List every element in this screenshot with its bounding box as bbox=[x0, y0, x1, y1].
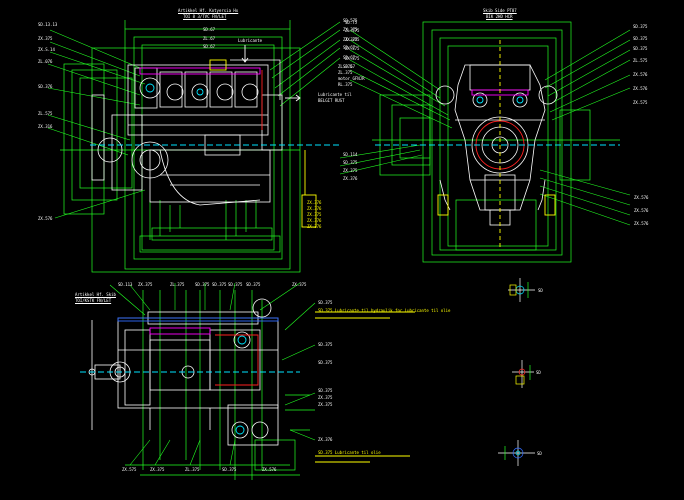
top-view-label: SD.375 bbox=[318, 342, 333, 347]
front-view-label: ZX.576 bbox=[634, 221, 649, 226]
side-view-subtitle: TOI 8 3/TVC FN/LET bbox=[183, 14, 227, 19]
side-view-label: SD.575 bbox=[343, 18, 358, 23]
side-view-label: SD.376 bbox=[38, 84, 53, 89]
side-view-note: ZX.376 bbox=[307, 218, 322, 223]
top-view-label: SD.375 bbox=[228, 282, 243, 287]
front-view-title: Skib Side PT07 bbox=[483, 8, 517, 13]
top-view-label: SD.113 bbox=[118, 282, 133, 287]
top-view-title: Artikkel Hf. Skib bbox=[75, 292, 116, 297]
detail-symbol-3 bbox=[498, 440, 535, 466]
top-view-note: SD.375 Lubricante til hydraulik for Lubr… bbox=[318, 308, 451, 313]
top-view-label: SD.375 bbox=[195, 282, 210, 287]
front-view-label: ZX.576 bbox=[633, 86, 648, 91]
side-view bbox=[47, 20, 341, 273]
top-view-label: ZX.375 bbox=[318, 395, 333, 400]
front-view-label: ZX.575 bbox=[633, 100, 648, 105]
front-view-label: SD.114 bbox=[343, 152, 358, 157]
side-view-label: ZL.575 bbox=[38, 111, 53, 116]
side-view-engine bbox=[91, 59, 283, 206]
side-view-label: SD.67 bbox=[343, 55, 356, 60]
front-view-label: SD.375 bbox=[633, 46, 648, 51]
top-view-label: ZL.375 bbox=[170, 282, 185, 287]
detail-symbol-label: SD bbox=[536, 370, 541, 375]
front-view-label: RL.375 bbox=[338, 82, 353, 87]
front-view-label: ZX.375 bbox=[345, 46, 360, 51]
side-view-label: SD.13.13 bbox=[38, 22, 58, 27]
side-view-callout: BELGIT RUST bbox=[318, 98, 345, 103]
top-view-label: ZL.375 bbox=[185, 467, 200, 472]
front-view-label: ZX.375 bbox=[345, 37, 360, 42]
front-view-label: ZX.576 bbox=[634, 208, 649, 213]
top-view-label: ZX.575 bbox=[122, 467, 137, 472]
front-view-label: ZL.375 bbox=[338, 64, 353, 69]
side-view-note: ZX.375 bbox=[307, 212, 322, 217]
front-view bbox=[339, 21, 631, 263]
top-view-label: SD.375 bbox=[246, 282, 261, 287]
top-view bbox=[80, 282, 415, 480]
side-view-dimension: SD.67 bbox=[203, 44, 216, 49]
side-view-label: ZX.375 bbox=[343, 27, 358, 32]
side-view-label: SD.67 bbox=[343, 64, 356, 69]
side-view-dimension: SD.67 bbox=[203, 27, 216, 32]
side-view-label: ZX.576 bbox=[38, 216, 53, 221]
side-view-label: ZX.316 bbox=[38, 124, 53, 129]
front-view-label: motor GFNJR bbox=[338, 76, 365, 81]
side-view-dimension: ZL.67 bbox=[203, 36, 216, 41]
top-view-label: ZX.375 bbox=[318, 402, 333, 407]
front-view-label: ZX.375 bbox=[345, 56, 360, 61]
front-view-accents bbox=[375, 40, 620, 250]
side-view-label: ZL.076 bbox=[38, 59, 53, 64]
top-view-subtitle: TOI/KSTK FN/LET bbox=[75, 298, 112, 303]
front-view-label: SD.375 bbox=[633, 24, 648, 29]
top-view-label: ZX.375 bbox=[150, 467, 165, 472]
detail-symbol-label: SD bbox=[537, 451, 542, 456]
side-view-label: SD.67 bbox=[343, 45, 356, 50]
detail-symbol-1 bbox=[508, 278, 535, 302]
top-view-label: SD.375 bbox=[318, 388, 333, 393]
front-view-label: ZX.576 bbox=[634, 195, 649, 200]
top-view-label: SD.375 bbox=[318, 300, 333, 305]
front-view-label: SD.75 bbox=[345, 20, 358, 25]
front-view-label: ZL.375 bbox=[338, 70, 353, 75]
detail-symbol-label: SD bbox=[538, 288, 543, 293]
top-view-label: SD.375 bbox=[222, 467, 237, 472]
side-view-note: ZX.376 bbox=[307, 224, 322, 229]
top-view-accents bbox=[80, 311, 415, 463]
side-view-label: ZX.S.14 bbox=[38, 47, 55, 52]
front-view-label: ZX.376 bbox=[343, 176, 358, 181]
top-view-label: ZX.375 bbox=[138, 282, 153, 287]
top-view-label: ZX.576 bbox=[262, 467, 277, 472]
front-view-label: SD.375 bbox=[343, 160, 358, 165]
side-view-note: ZX.376 bbox=[307, 206, 322, 211]
detail-symbol-2 bbox=[512, 360, 534, 388]
side-view-callout: Lubricante til bbox=[318, 92, 352, 97]
front-view-label: ZL.575 bbox=[633, 58, 648, 63]
front-view-label: SD.375 bbox=[633, 36, 648, 41]
front-view-leaders bbox=[339, 29, 631, 226]
top-view-note: SD.375 Lubricante til olie bbox=[318, 450, 381, 455]
side-view-label: ZX.375 bbox=[38, 36, 53, 41]
front-view-label: ZL.575 bbox=[345, 28, 360, 33]
top-view-label: ZX.375 bbox=[292, 282, 307, 287]
side-view-callout: Lubricante bbox=[238, 38, 263, 43]
front-view-label: ZX.576 bbox=[633, 72, 648, 77]
top-view-label: SD.375 bbox=[212, 282, 227, 287]
side-view-leaders bbox=[47, 21, 341, 219]
top-view-label: SD.375 bbox=[318, 360, 333, 365]
front-view-label: ZX.375 bbox=[343, 168, 358, 173]
front-view-subtitle: BIK 2HD HCR bbox=[486, 14, 513, 19]
top-view-label: ZX.376 bbox=[318, 437, 333, 442]
side-view-note: ZX.376 bbox=[307, 200, 322, 205]
side-view-label: ZX.375 bbox=[343, 37, 358, 42]
top-view-leaders bbox=[109, 282, 316, 466]
side-view-accents bbox=[90, 45, 340, 228]
detail-symbols bbox=[498, 278, 535, 466]
front-view-dimension-frames bbox=[372, 21, 620, 263]
side-view-title: Artikkel Hf. Kotyersia Hx bbox=[178, 8, 239, 13]
side-view-dimension-frames bbox=[60, 20, 301, 273]
